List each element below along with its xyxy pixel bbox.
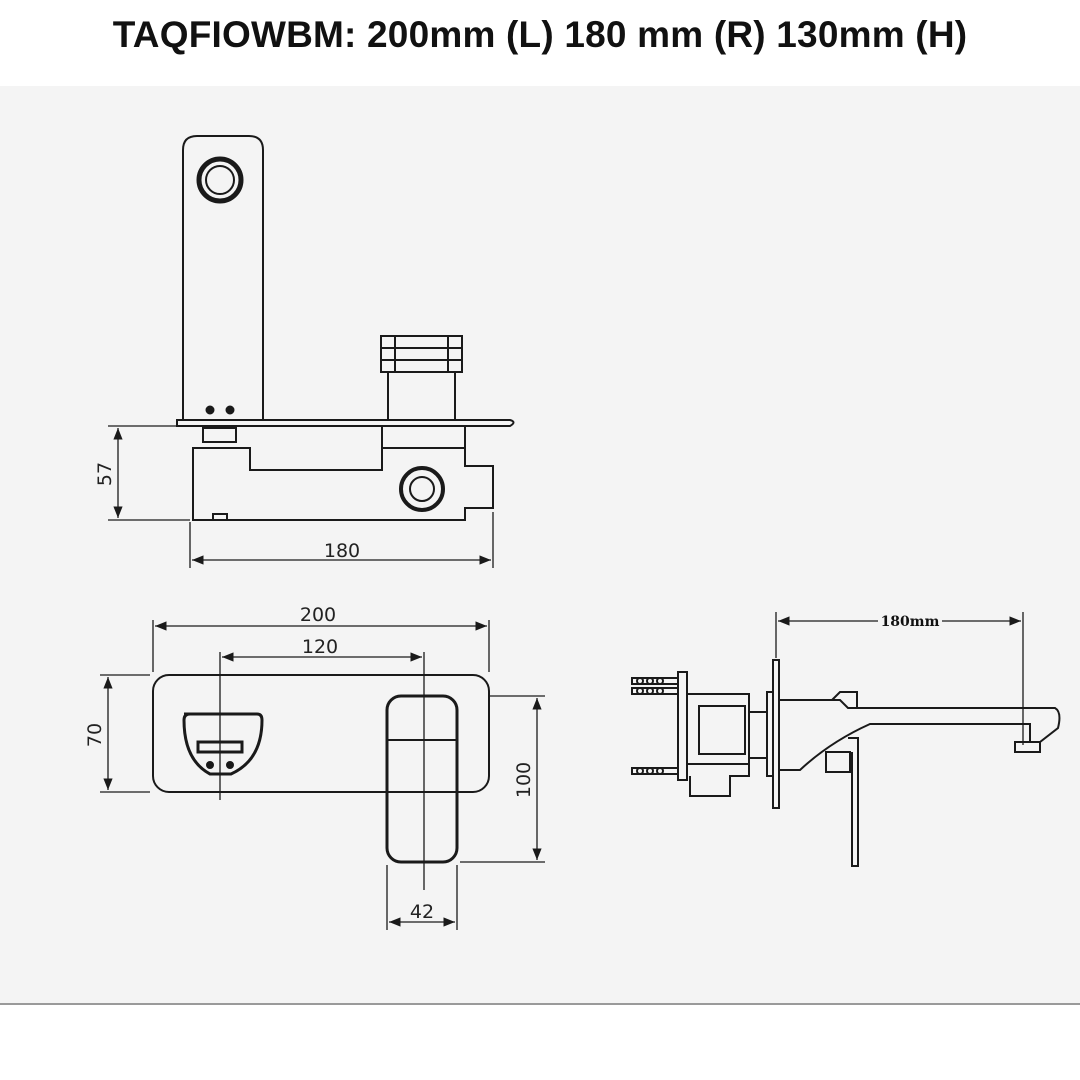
handle-top: [380, 335, 463, 373]
top-view-width-label: 180: [324, 540, 360, 562]
handle-stem: [387, 371, 456, 421]
front-overall-width-label: 200: [300, 604, 336, 626]
top-view-dimensions: [108, 425, 494, 568]
page-title: TAQFIOWBM: 200mm (L) 180 mm (R) 130mm (H…: [112, 14, 968, 55]
side-view-dimensions: [775, 612, 1024, 745]
front-cover-plate: [152, 674, 490, 793]
spout-body: [182, 135, 264, 420]
spout-outlet-ring: [196, 156, 244, 204]
top-view: [176, 135, 515, 521]
bottom-divider: [0, 1003, 1080, 1005]
front-height-label: 70: [84, 723, 106, 747]
mounting-studs: [631, 677, 679, 775]
front-spout-outlet: [182, 712, 264, 776]
side-projection-label: 180mm: [881, 614, 940, 630]
cartridge-port: [399, 466, 445, 512]
handle-width-label: 42: [410, 901, 434, 923]
cover-plate-edge: [176, 419, 515, 427]
side-bracket: [677, 671, 688, 781]
top-view-height-label: 57: [94, 462, 116, 486]
front-handle: [385, 694, 459, 864]
side-view: [631, 659, 1061, 867]
front-view-dimensions: [100, 620, 545, 930]
handle-height-label: 100: [513, 762, 535, 798]
side-spout: [779, 699, 1061, 771]
valve-body: [192, 447, 494, 521]
front-spacing-label: 120: [302, 636, 338, 658]
side-lever: [848, 737, 859, 867]
front-view: [152, 674, 490, 864]
